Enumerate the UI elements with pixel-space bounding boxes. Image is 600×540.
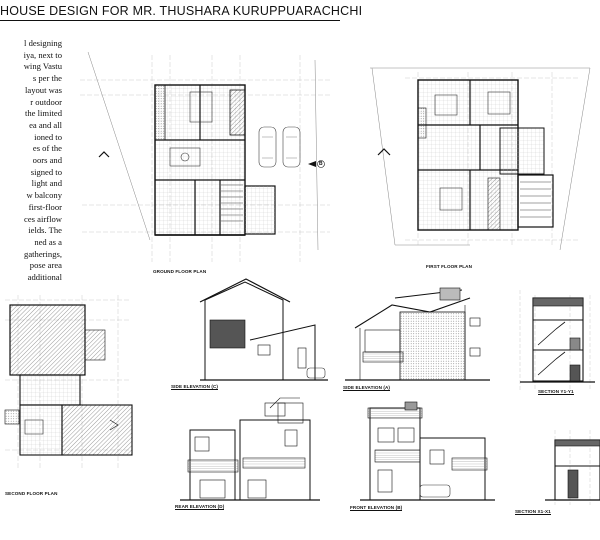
description-line: es of the xyxy=(32,143,62,154)
elevation-marker-b: B xyxy=(319,161,323,167)
rear-elevation-d xyxy=(180,397,320,501)
description-line: ioned to xyxy=(34,131,62,142)
description-line: signed to xyxy=(30,166,62,177)
front-elevation-b xyxy=(360,401,495,501)
description-line: light and xyxy=(31,178,62,189)
description-line: l designing xyxy=(24,38,62,48)
front-elevation-b-label: FRONT ELEVATION (B) xyxy=(350,505,403,511)
description-line: s per the xyxy=(32,73,62,84)
project-description: l designing iya, next to wing Vastu s pe… xyxy=(0,38,62,284)
ground-floor-plan-label: GROUND FLOOR PLAN xyxy=(153,269,207,274)
side-elevation-a-label: SIDE ELEVATION (A) xyxy=(343,385,391,391)
description-line: layout was xyxy=(25,84,62,95)
section-y1-y1 xyxy=(519,290,595,390)
description-line: additional xyxy=(27,272,62,283)
first-floor-plan-label: FIRST FLOOR PLAN xyxy=(426,264,473,269)
first-floor-plan xyxy=(370,67,591,251)
description-line: ces airflow xyxy=(24,213,62,224)
second-floor-plan xyxy=(4,295,133,470)
ground-floor-plan xyxy=(80,51,330,262)
description-line: iya, next to xyxy=(23,49,62,60)
description-line: wing Vastu xyxy=(23,61,62,72)
section-x1-x1-label: SECTION X1-X1 xyxy=(515,509,551,515)
description-line: w balcony xyxy=(26,190,62,201)
description-line: first-floor xyxy=(28,201,62,212)
description-line: gatherings, xyxy=(24,248,62,259)
description-line: ned as a xyxy=(34,236,62,247)
section-x1-x1 xyxy=(545,430,600,505)
section-y1-y1-label: SECTION Y1-Y1 xyxy=(538,389,574,395)
description-line: the limited xyxy=(25,108,62,119)
side-elevation-c-label: SIDE ELEVATION (C) xyxy=(171,384,219,390)
side-elevation-a xyxy=(345,287,490,381)
side-elevation-c xyxy=(199,278,328,381)
description-line: pose area xyxy=(29,260,62,271)
description-line: oors and xyxy=(32,155,62,166)
page-title: HOUSE DESIGN FOR MR. THUSHARA KURUPPUARA… xyxy=(0,4,362,21)
description-line: ea and all xyxy=(29,119,62,130)
rear-elevation-d-label: REAR ELEVATION (D) xyxy=(175,504,225,510)
second-floor-plan-label: SECOND FLOOR PLAN xyxy=(5,491,58,496)
description-line: r outdoor xyxy=(30,96,62,107)
description-line: ields. The xyxy=(28,225,62,236)
